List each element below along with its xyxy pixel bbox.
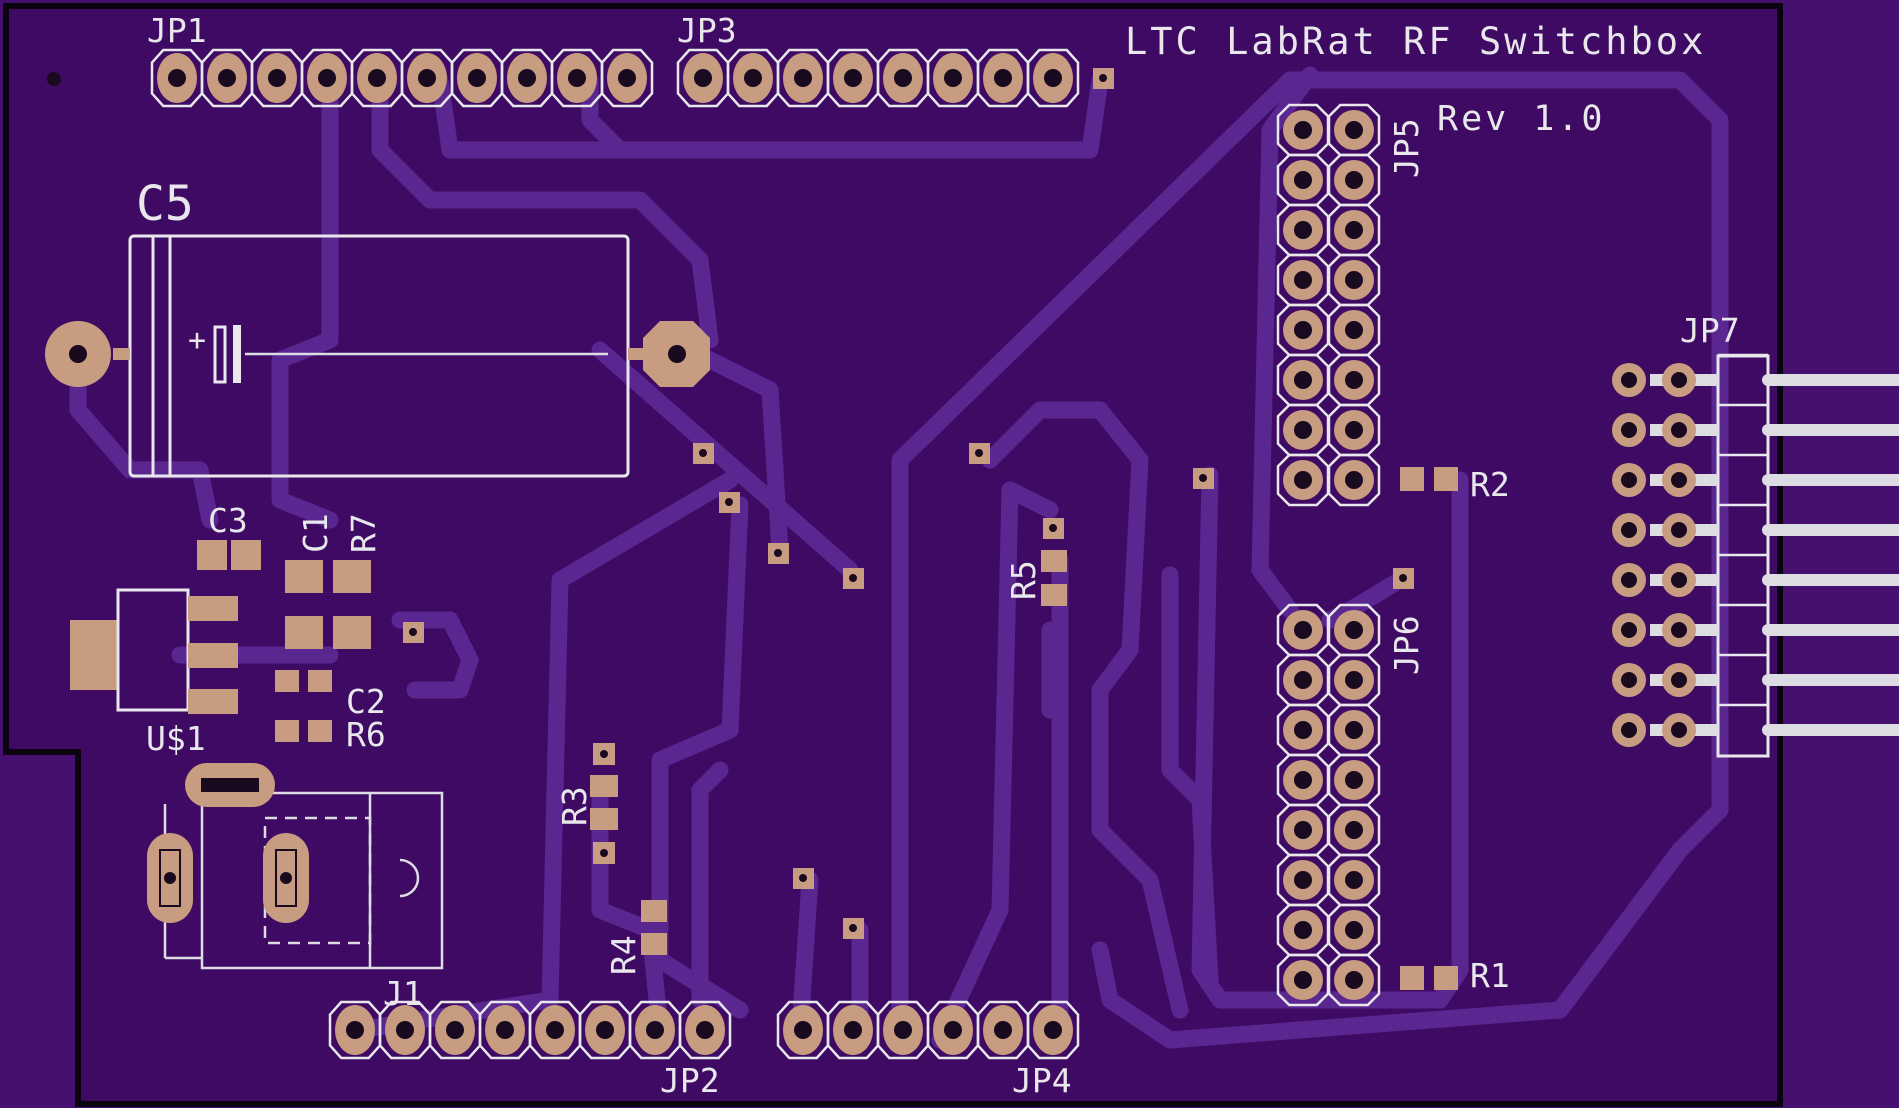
label-jp4: JP4 — [1012, 1061, 1072, 1100]
label-c5: C5 — [136, 176, 194, 232]
label-jp6: JP6 — [1387, 615, 1426, 675]
label-r7: R7 — [344, 513, 383, 553]
label-r5: R5 — [1004, 560, 1043, 600]
vias — [47, 68, 1414, 939]
label-r2: R2 — [1470, 465, 1510, 504]
board-revision: Rev 1.0 — [1437, 99, 1606, 139]
label-r6: R6 — [346, 715, 386, 754]
resistor-r5 — [1041, 518, 1067, 606]
label-jp3: JP3 — [677, 11, 737, 50]
label-c3: C3 — [208, 501, 248, 540]
label-r3: R3 — [555, 786, 594, 826]
resistors-r1-r2 — [1400, 467, 1458, 990]
header-jp7 — [1612, 353, 1899, 758]
smd-passives-left — [197, 540, 424, 742]
header-jp1 — [150, 48, 654, 108]
label-c1: C1 — [296, 513, 335, 553]
silkscreen-labels: LTC LabRat RF Switchbox Rev 1.0 JP1 JP3 … — [136, 11, 1740, 1100]
label-plus: + — [188, 323, 206, 358]
label-jp5: JP5 — [1387, 118, 1426, 178]
label-c2: C2 — [346, 682, 386, 721]
label-jp2: JP2 — [660, 1061, 720, 1100]
label-jp1: JP1 — [147, 11, 207, 50]
header-jp3 — [676, 48, 1080, 108]
label-u1: U$1 — [146, 719, 206, 758]
capacitor-c5 — [45, 234, 710, 478]
header-jp6 — [1276, 603, 1381, 1007]
label-r4: R4 — [604, 935, 643, 975]
header-jp5 — [1276, 103, 1381, 507]
board-title: LTC LabRat RF Switchbox — [1125, 20, 1706, 63]
label-jp7: JP7 — [1680, 311, 1740, 350]
jack-j1 — [147, 763, 444, 970]
header-jp2 — [328, 1000, 732, 1060]
resistors-r3-r4 — [590, 743, 667, 955]
label-j1: J1 — [383, 974, 423, 1013]
header-jp4 — [776, 1000, 1080, 1060]
regulator-u1 — [70, 588, 238, 714]
label-r1: R1 — [1470, 956, 1510, 995]
